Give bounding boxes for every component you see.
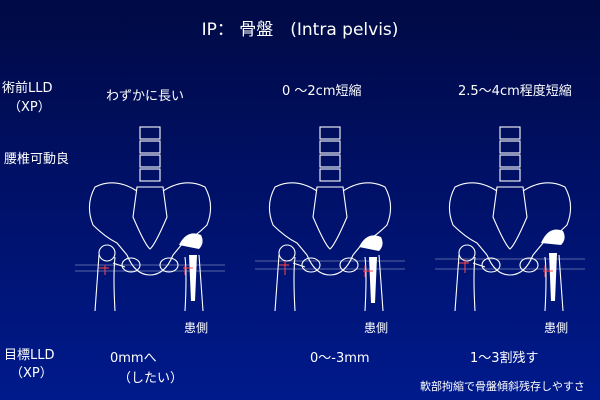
left-femoral-head	[98, 244, 116, 262]
right-femur	[184, 254, 204, 312]
column-1-preop: わずかに長い	[106, 89, 185, 104]
slide-title: IP： 骨盤 (Intra pelvis)	[201, 20, 399, 40]
pelvis-diagram-2	[255, 126, 405, 312]
left-ilium	[88, 182, 138, 256]
column-3-affected-side-label: 患側	[544, 321, 569, 335]
lumbar-spine	[139, 126, 161, 182]
column-1-target: 0mmへ	[110, 351, 157, 366]
pelvis-diagram-1	[75, 126, 225, 312]
column-3-preop: 2.5～4cm程度短縮	[458, 84, 572, 99]
hip-implant	[179, 233, 203, 301]
left-femur	[94, 254, 126, 312]
column-2-preop: 0 ～2cm短縮	[282, 84, 362, 99]
row-label-lumbar-mobility: 腰椎可動良	[4, 152, 70, 167]
red-markers	[99, 265, 193, 275]
pelvis-diagram-3	[435, 126, 585, 312]
column-2-target: 0～-3mm	[310, 351, 370, 366]
row-label-preop-lld: 術前LLD	[2, 81, 53, 96]
footnote: 軟部拘縮で骨盤傾斜残存しやすさ	[420, 380, 585, 393]
column-1-target-note: （したい）	[118, 371, 184, 386]
row-label-target-lld: 目標LLD	[4, 348, 55, 363]
sacrum	[132, 186, 168, 250]
row-label-target-xp: （XP）	[10, 366, 53, 381]
column-1-affected-side-label: 患側	[184, 321, 209, 335]
row-label-preop-xp: （XP）	[8, 100, 51, 115]
column-2-affected-side-label: 患側	[364, 321, 389, 335]
column-3-target: 1～3割残す	[470, 351, 539, 366]
